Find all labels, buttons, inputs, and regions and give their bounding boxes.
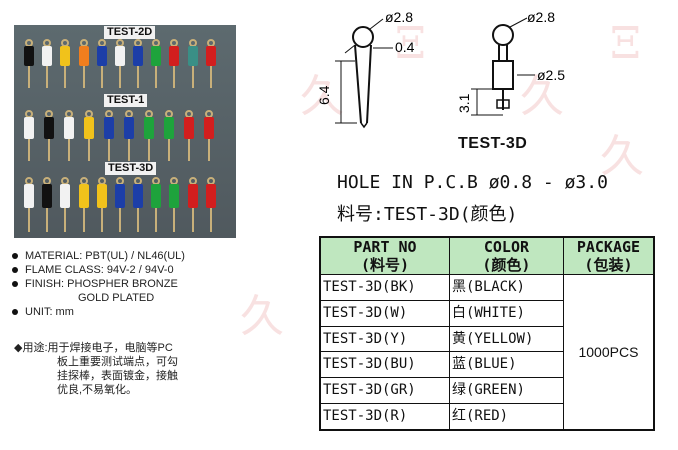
table-row: TEST-3D(GR) 绿(GREEN) [319,377,654,405]
spec-finish: FINISH: PHOSPHER BRONZE [12,277,185,291]
dim-loop-dia: ø2.8 [385,9,413,25]
drawing-side: ø2.8 0.4 6.4 [316,9,415,129]
part-table: PART NO(料号) COLOR(颜色) PACKAGE(包装) TEST-3… [319,236,655,431]
table-row: TEST-3D(W) 白(WHITE) [319,299,654,327]
dim-wire: 0.4 [395,39,415,55]
label-test-2d: TEST-2D [104,26,156,39]
header-package: PACKAGE(包装) [562,236,655,275]
table-row: TEST-3D(Y) 黄(YELLOW) [319,325,654,353]
bullet-icon [12,253,18,259]
dim-height: 6.4 [316,85,332,105]
part-number-format: 料号:TEST-3D(颜色) [337,204,518,225]
table-row: TEST-3D(BK) 黑(BLACK) 1000PCS [319,274,655,431]
table-row: TEST-3D(R) 红(RED) [319,403,654,431]
product-photo: TEST-2D TEST-1 TEST-3D [14,25,236,238]
watermark-mark: Ξ [610,18,641,69]
spec-material: MATERIAL: PBT(UL) / NL46(UL) [12,249,185,263]
drawing-front: ø2.8 ø2.5 3.1 [456,9,565,116]
header-part-no: PART NO(料号) [319,236,450,275]
spec-unit: UNIT: mm [12,305,185,319]
header-color: COLOR(颜色) [448,236,564,275]
spec-flame: FLAME CLASS: 94V-2 / 94V-0 [12,263,185,277]
label-test-3d: TEST-3D [105,162,157,175]
spec-finish-2: GOLD PLATED [78,292,155,304]
usage-note: ◆用途:用于焊接电子，电脑等PC 板上重要测试端点，可勾 挂探棒，表面镀金，接触… [14,341,219,397]
usage-line-2: 板上重要测试端点，可勾 [57,356,178,368]
bullet-icon [12,309,18,315]
bullet-icon [12,267,18,273]
package-cell: 1000PCS [562,274,655,431]
dim-body-dia: ø2.5 [537,67,565,83]
hole-size-text: HOLE IN P.C.B ø0.8 - ø3.0 [337,172,608,193]
spec-list: MATERIAL: PBT(UL) / NL46(UL) FLAME CLASS… [12,249,185,319]
bullet-icon [12,281,18,287]
dim-loop-dia-front: ø2.8 [527,9,555,25]
drawing-title: TEST-3D [458,135,528,152]
label-test-1: TEST-1 [104,94,148,107]
dim-pin-length: 3.1 [456,93,472,113]
usage-line-4: 优良,不易氧化。 [57,384,138,396]
watermark-mark: 久 [240,291,284,342]
usage-line-3: 挂探棒，表面镀金，接触 [57,370,178,382]
usage-line-1: ◆用途:用于焊接电子，电脑等PC [14,342,173,354]
